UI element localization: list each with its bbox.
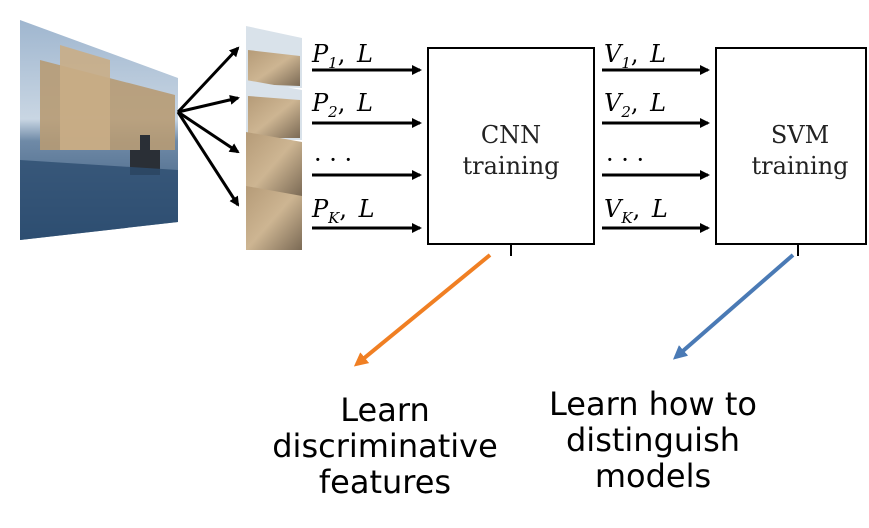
output-row-ellipsis: · · ·	[602, 146, 710, 180]
caption-line: Learn how to	[549, 385, 757, 423]
caption-line: Learn	[340, 391, 430, 429]
svg-text:PK, L: PK, L	[311, 195, 375, 227]
patch-thumbnail	[246, 132, 302, 196]
svm-training-box: SVM training	[715, 47, 867, 256]
svg-text:P1, L: P1, L	[311, 40, 373, 72]
svm-callout-arrow	[672, 253, 795, 360]
input-label: L	[356, 89, 373, 117]
output-row-1: V1, L	[602, 40, 710, 75]
cnn-box-subtitle: training	[462, 152, 559, 180]
svg-text:V1, L: V1, L	[604, 40, 666, 72]
input-subscript: K	[327, 209, 340, 227]
input-row-ellipsis: · · ·	[312, 146, 422, 180]
output-label: L	[649, 40, 666, 68]
output-ellipsis: · · ·	[606, 146, 644, 174]
output-symbol: V	[604, 40, 624, 68]
output-symbol: V	[604, 195, 624, 223]
output-subscript: 2	[620, 103, 631, 121]
patch-thumbnail	[246, 26, 302, 88]
patch-thumbnail	[246, 186, 302, 250]
svg-text:P2, L: P2, L	[311, 89, 373, 121]
input-subscript: 2	[327, 103, 338, 121]
cnn-caption: Learn discriminative features	[255, 392, 515, 500]
output-symbol: V	[604, 89, 624, 117]
input-symbol: P	[311, 89, 329, 117]
input-symbol: P	[311, 40, 329, 68]
cnn-training-box: CNN training	[427, 47, 595, 256]
output-row-k: VK, L	[602, 195, 710, 233]
output-subscript: 1	[621, 54, 631, 72]
input-row-2: P2, L	[311, 89, 422, 128]
patch-stack	[246, 26, 302, 250]
input-row-1: P1, L	[311, 40, 422, 75]
cnn-box-title: CNN	[481, 121, 541, 149]
svm-caption: Learn how to distinguish models	[528, 386, 778, 494]
svg-text:V2, L: V2, L	[604, 89, 666, 121]
input-row-k: PK, L	[311, 195, 422, 233]
caption-line: discriminative	[272, 427, 498, 465]
caption-line: models	[594, 457, 712, 495]
patch-thumbnail	[246, 80, 302, 140]
output-label: L	[649, 89, 666, 117]
svm-box-title: SVM	[771, 121, 829, 149]
caption-line: features	[318, 463, 452, 501]
caption-line: distinguish	[565, 421, 741, 459]
input-subscript: 1	[328, 54, 338, 72]
input-symbol: P	[311, 195, 329, 223]
svg-text:VK, L: VK, L	[604, 195, 668, 227]
svm-box-subtitle: training	[751, 152, 848, 180]
output-label: L	[651, 195, 668, 223]
output-subscript: K	[620, 209, 633, 227]
source-image	[20, 20, 178, 240]
input-ellipsis: · · ·	[314, 146, 352, 174]
input-label: L	[356, 40, 373, 68]
output-row-2: V2, L	[602, 89, 710, 128]
cnn-callout-arrow	[353, 253, 492, 367]
fanout-arrows	[176, 46, 240, 207]
input-label: L	[358, 195, 375, 223]
